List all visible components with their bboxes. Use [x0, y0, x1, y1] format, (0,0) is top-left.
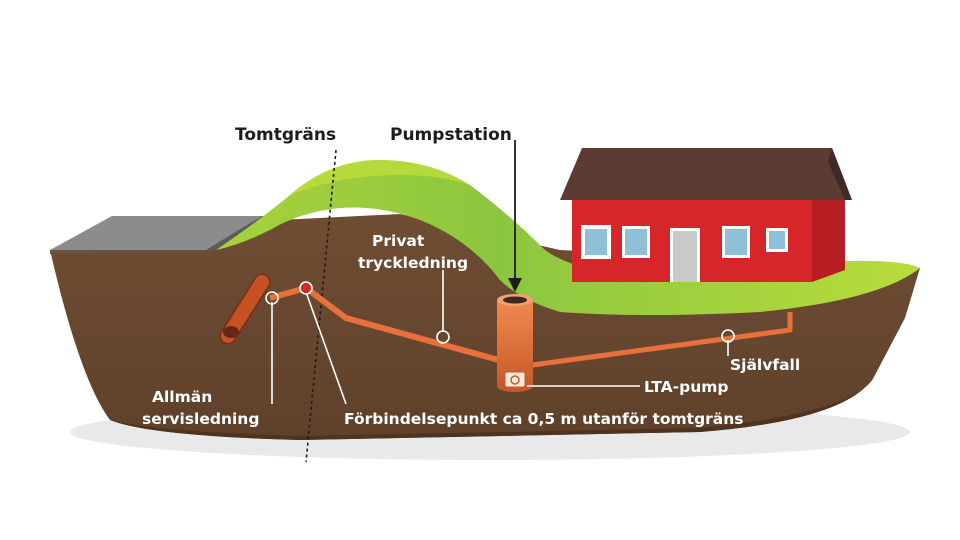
house: [560, 148, 852, 282]
label-privat-line1: Privat: [372, 232, 425, 250]
leader-forbindelse: [305, 291, 347, 405]
house-roof-side: [828, 148, 852, 200]
marker-allman: [265, 291, 279, 305]
label-tomtgrans: Tomtgräns: [235, 125, 336, 145]
pressure-pipe: [269, 285, 507, 365]
label-sjalvfall: Självfall: [730, 356, 800, 374]
property-boundary-line: [305, 149, 337, 463]
road-surface: [50, 216, 262, 250]
label-pumpstation: Pumpstation: [390, 125, 512, 145]
house-roof: [560, 148, 852, 200]
pump-well: [497, 294, 533, 392]
label-allman-line2: servisledning: [142, 410, 259, 428]
public-service-pipe: [219, 273, 271, 345]
marker-forbindelsepunkt: [299, 281, 313, 295]
marker-privat: [436, 330, 450, 344]
road-side: [50, 250, 216, 254]
gravity-pipe: [524, 312, 793, 369]
label-forbindelsepunkt: Förbindelsepunkt ca 0,5 m utanför tomtgr…: [344, 410, 744, 428]
pump-icon: [504, 371, 526, 388]
label-allman-line1: Allmän: [152, 388, 212, 406]
label-lta-pump: LTA-pump: [644, 378, 729, 396]
label-privat-line2: tryckledning: [358, 254, 468, 272]
soil-bottom-edge: [110, 375, 875, 440]
marker-sjalvfall: [721, 329, 735, 343]
